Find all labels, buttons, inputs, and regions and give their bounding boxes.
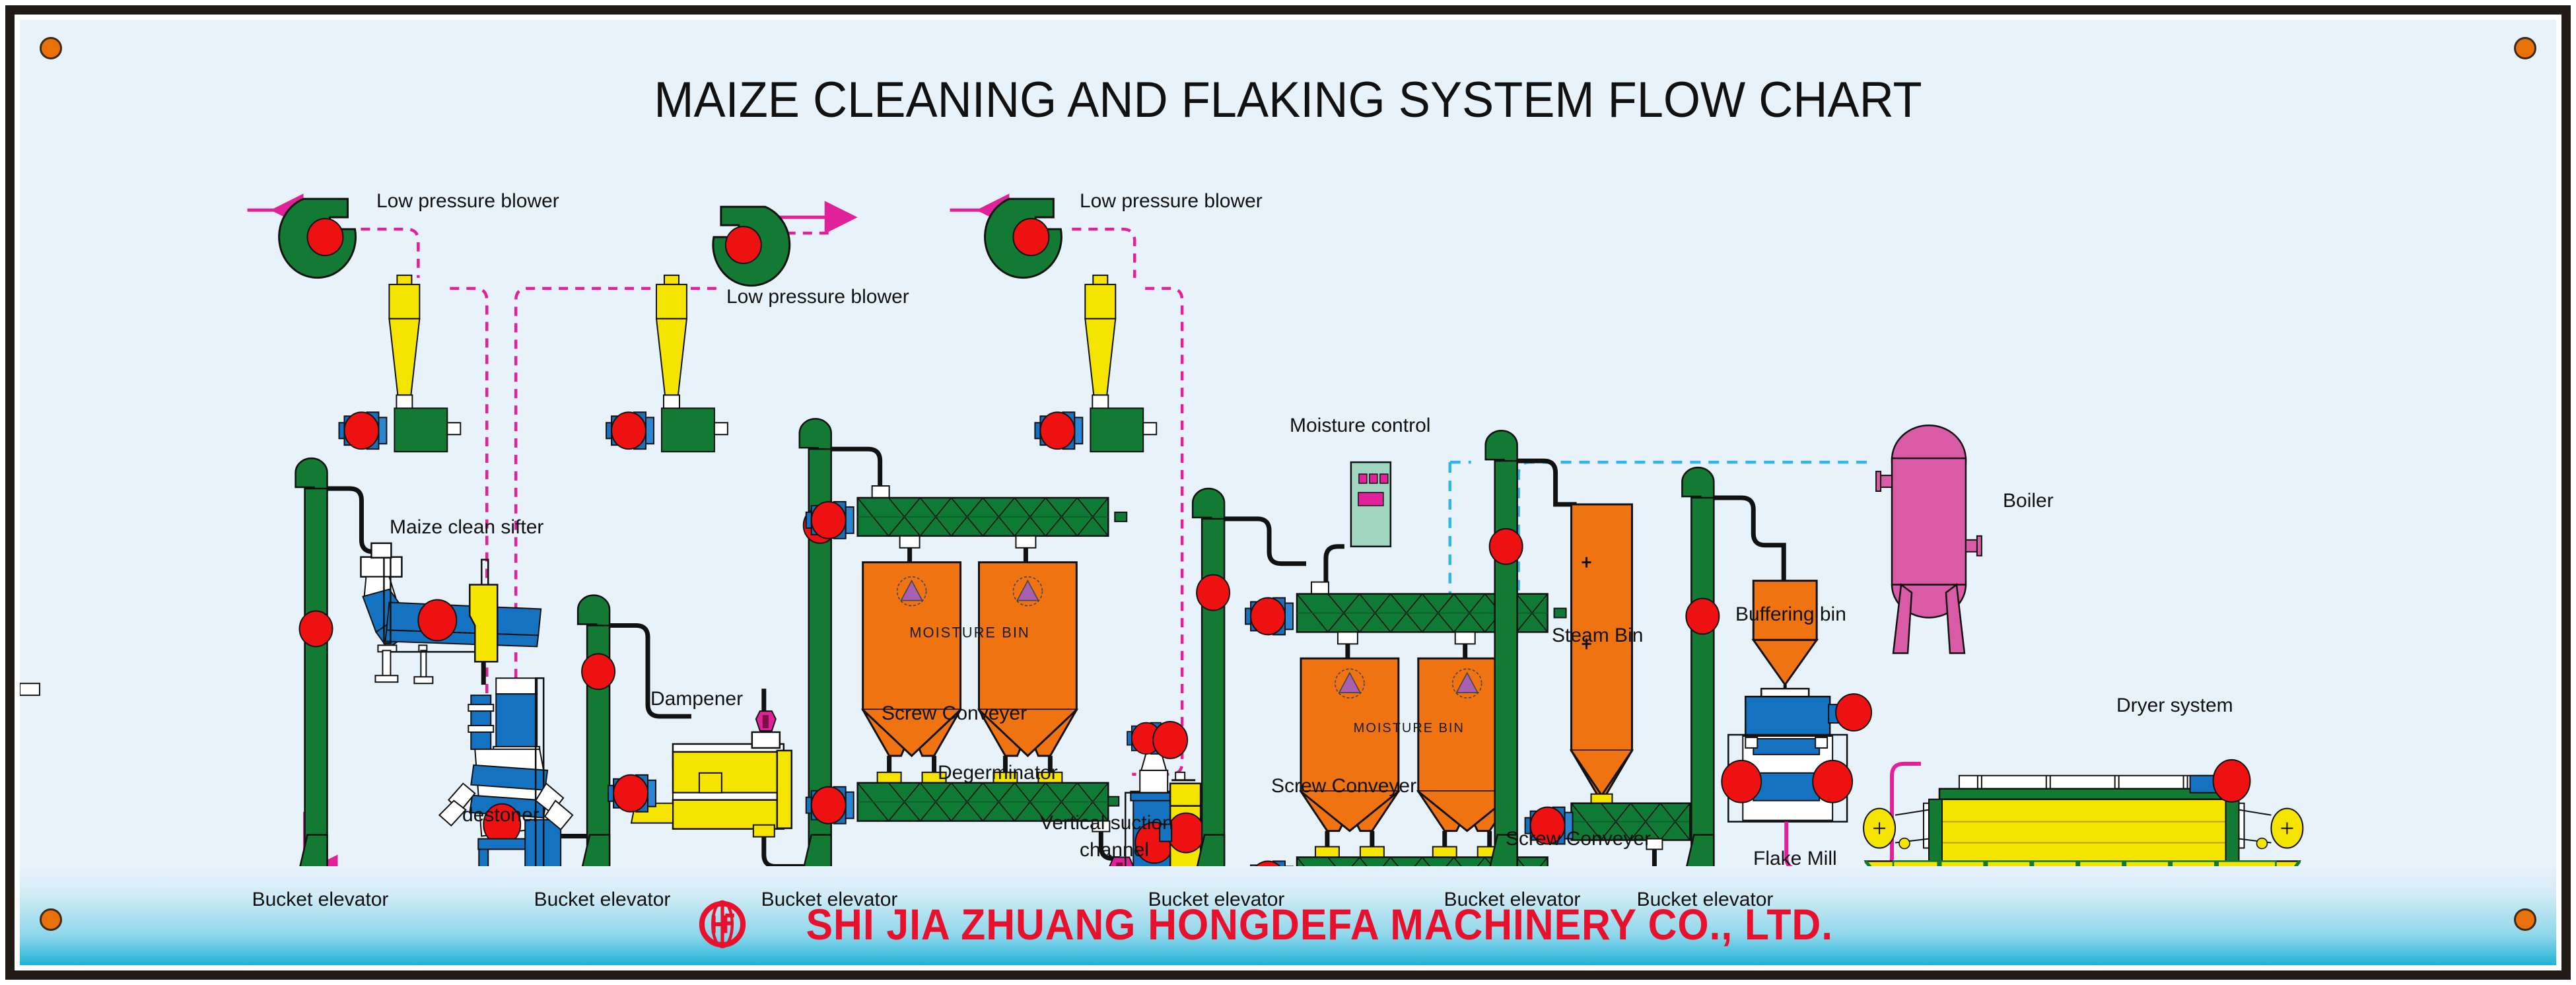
- moisture-control-panel[interactable]: [1350, 461, 1392, 548]
- label-screw-conveyer-1: Screw Conveyer: [882, 702, 1027, 724]
- low-pressure-blower-2[interactable]: [712, 205, 791, 287]
- label-degerminator: Degerminator: [938, 762, 1058, 784]
- label-vertical-suction: Vertical suction: [1040, 812, 1173, 834]
- steam-bin[interactable]: [1569, 503, 1634, 805]
- label-dryer-system: Dryer system: [2116, 695, 2233, 716]
- poster-frame: MAIZE CLEANING AND FLAKING SYSTEM FLOW C…: [5, 5, 2571, 980]
- chute-elev6-to-buffering: [1714, 495, 1786, 581]
- label-dampener: Dampener: [650, 688, 744, 710]
- low-pressure-blower-3[interactable]: [984, 197, 1062, 279]
- aspiration-channel-1[interactable]: [469, 584, 499, 663]
- label-boiler: Boiler: [2003, 490, 2054, 512]
- process-flow-diagram: MOISTURE BIN: [20, 193, 2304, 944]
- page-title: MAIZE CLEANING AND FLAKING SYSTEM FLOW C…: [654, 72, 1922, 128]
- label-maize-clean-sifter: Maize clean sifter: [390, 516, 544, 538]
- bucket-elevator-2[interactable]: [576, 594, 616, 870]
- footer-row: SHI JIA ZHUANG HONGDEFA MACHINERY CO., L…: [20, 898, 2556, 951]
- poster-inner: MAIZE CLEANING AND FLAKING SYSTEM FLOW C…: [15, 15, 2561, 970]
- moisture-control-signal: [1323, 544, 1344, 588]
- chute-elev5-to-steambin: [1517, 458, 1577, 507]
- label-destoner: destoner: [462, 804, 540, 826]
- label-bucket-elevator-6: Bucket elevator: [1636, 889, 1774, 910]
- moisture-bin-group-2[interactable]: MOISTURE BIN: [1299, 657, 1518, 832]
- corner-dot-bottom-left: [40, 908, 62, 931]
- screw-conveyer-top-1[interactable]: [805, 485, 1128, 549]
- moisture-bin-caption-1: MOISTURE BIN: [909, 624, 1030, 640]
- cyclone-3[interactable]: [1034, 274, 1158, 453]
- bin2-inlets: [1345, 644, 1468, 659]
- boiler[interactable]: [1875, 425, 1982, 654]
- chute-elev2-to-dampener: [609, 623, 691, 719]
- moisture-bin-group-1[interactable]: MOISTURE BIN: [861, 561, 1078, 757]
- label-bucket-elevator-3: Bucket elevator: [761, 889, 898, 910]
- label-flake-mill: Flake Mill: [1753, 848, 1837, 869]
- low-pressure-blower-1[interactable]: [278, 197, 357, 279]
- corner-dot-bottom-right: [2514, 908, 2536, 931]
- label-buffering-bin: Buffering bin: [1735, 603, 1846, 625]
- destoner[interactable]: [20, 677, 574, 871]
- chute-elev1-to-sifter: [327, 486, 390, 555]
- duct-cyclone3-down: [1132, 287, 1184, 776]
- label-bucket-elevator-4: Bucket elevator: [1148, 889, 1285, 910]
- dampener[interactable]: [608, 710, 793, 838]
- vertical-suction-channel[interactable]: [1159, 771, 1206, 905]
- cyclone-2[interactable]: [606, 274, 728, 453]
- label-bucket-elevator-2: Bucket elevator: [534, 889, 671, 910]
- label-moisture-control: Moisture control: [1290, 415, 1431, 436]
- corner-dot-top-left: [40, 37, 62, 59]
- label-bucket-elevator-1: Bucket elevator: [252, 889, 389, 910]
- label-bucket-elevator-5: Bucket elevator: [1444, 889, 1581, 910]
- bin2-outlets: [1325, 831, 1492, 848]
- label-blower-3: Low pressure blower: [1080, 190, 1263, 212]
- label-screw-conveyer-3: Screw Conveyer: [1506, 828, 1652, 850]
- chute-dampener-to-elev3: [761, 836, 810, 869]
- flake-mill[interactable]: [1721, 687, 1873, 823]
- buffering-bin[interactable]: [1751, 580, 1819, 709]
- label-steam-bin: Steam Bin: [1552, 625, 1644, 646]
- label-blower-1: Low pressure blower: [376, 190, 559, 212]
- duct-blower1-cyclone1: [361, 227, 420, 278]
- diagram-canvas: MOISTURE BIN: [20, 20, 2556, 965]
- cyclone-1[interactable]: [338, 274, 462, 453]
- label-blower-2: Low pressure blower: [726, 286, 909, 308]
- company-logo-icon: [699, 900, 746, 949]
- bucket-elevator-5[interactable]: [1484, 430, 1523, 870]
- bucket-elevator-6[interactable]: [1681, 466, 1720, 870]
- bin2-slide-gates[interactable]: [1314, 846, 1502, 858]
- steam-line-branch: [1448, 460, 1471, 613]
- duct-cyclone2-down: [514, 287, 716, 756]
- screw-conveyer-bottom-1[interactable]: [805, 782, 1120, 832]
- bin1-outlets: [887, 755, 1053, 774]
- company-name: SHI JIA ZHUANG HONGDEFA MACHINERY CO., L…: [806, 900, 1834, 949]
- bucket-elevator-1[interactable]: [295, 457, 333, 870]
- footer-band: [20, 866, 2556, 965]
- bucket-elevator-4[interactable]: [1191, 487, 1231, 870]
- bin1-slide-gates[interactable]: [876, 771, 1063, 784]
- chute-elev3-to-screw1: [831, 446, 883, 493]
- screw-conveyer-top-2[interactable]: [1245, 581, 1567, 645]
- duct-blower3-cyclone3: [1072, 227, 1136, 278]
- label-screw-conveyer-2: Screw Conveyer: [1271, 775, 1417, 797]
- moisture-bin-caption-2: MOISTURE BIN: [1354, 721, 1465, 735]
- duct-cyclone1-down: [450, 287, 489, 756]
- corner-dot-top-right: [2514, 37, 2536, 59]
- chute-elev4-to-screw2: [1224, 516, 1306, 566]
- label-vertical-suction-channel: channel: [1080, 839, 1150, 861]
- maize-clean-sifter[interactable]: [360, 542, 542, 685]
